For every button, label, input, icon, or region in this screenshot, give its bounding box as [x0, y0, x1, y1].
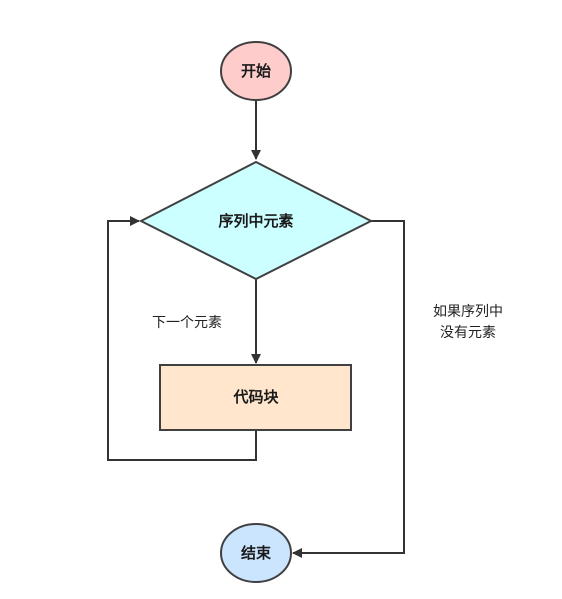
start-label: 开始: [241, 62, 271, 80]
edge-loop-back: [107, 216, 257, 461]
end-node: 结束: [220, 523, 292, 583]
start-node: 开始: [220, 41, 292, 101]
edge-label-no-element-line-2: 没有元素: [440, 325, 496, 341]
edge-no-element-to-end: [292, 220, 405, 558]
code-block-node: 代码块: [159, 364, 352, 431]
condition-node: 序列中元素: [138, 160, 374, 281]
condition-label: 序列中元素: [218, 212, 293, 230]
end-label: 结束: [241, 544, 272, 562]
code-block-label: 代码块: [232, 388, 279, 406]
edge-label-next-element: 下一个元素: [152, 315, 222, 331]
edge-label-no-element-line-1: 如果序列中: [433, 304, 503, 320]
